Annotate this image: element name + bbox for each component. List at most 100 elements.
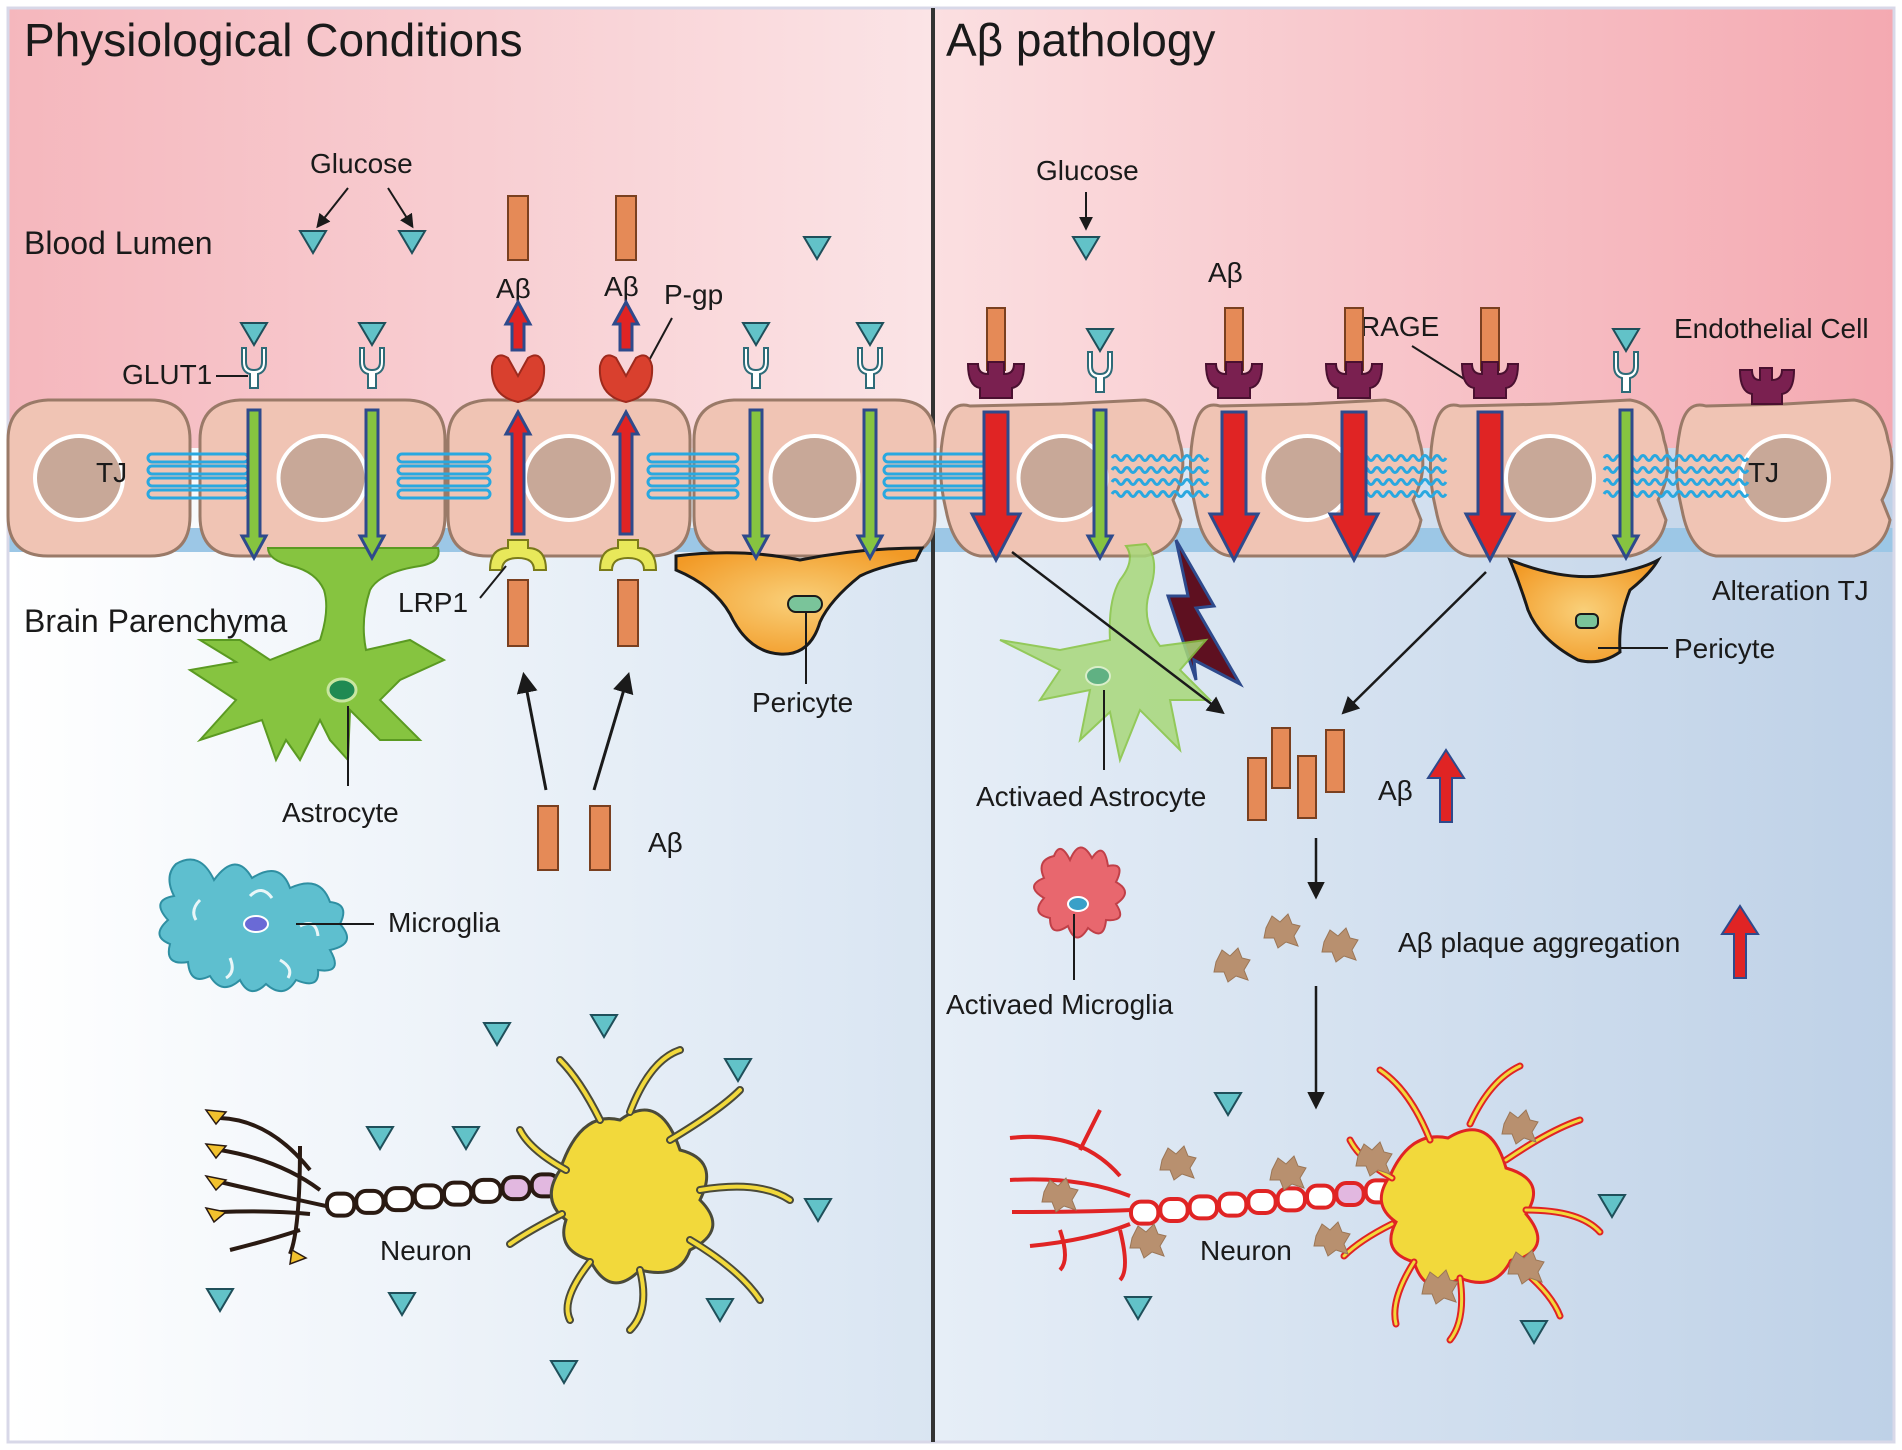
tight-junction (1360, 466, 1448, 474)
neuron-label-right: Neuron (1200, 1235, 1292, 1266)
tight-junction (1110, 466, 1210, 474)
brain-parenchyma-label: Brain Parenchyma (24, 603, 287, 639)
cell-nucleus (768, 434, 861, 522)
plaque-aggregation-label: Aβ plaque aggregation (1398, 927, 1680, 958)
endothelial-cell-label: Endothelial Cell (1674, 313, 1869, 344)
abeta-peptide (986, 307, 1006, 371)
myelin-segment (1246, 1189, 1278, 1215)
tight-junction (1110, 478, 1210, 486)
cell-nucleus (1504, 434, 1596, 522)
tight-junction (646, 488, 740, 500)
pericyte-nucleus (787, 595, 823, 613)
abeta-label-left-2: Aβ (604, 271, 639, 302)
abeta-peptide (1247, 757, 1267, 821)
flux-arrow (611, 408, 641, 536)
flux-arrow (503, 298, 533, 352)
glut1-transporter (857, 347, 883, 389)
flux-arrow (1611, 408, 1641, 562)
abeta-peptide (507, 579, 529, 647)
influx-to-parenchyma-arrow (1011, 551, 1225, 715)
pgp-transporter (490, 354, 546, 404)
myelin-segment (500, 1175, 532, 1202)
myelin-segment (354, 1188, 386, 1215)
right-panel-title: Aβ pathology (946, 14, 1215, 66)
abeta-peptide (537, 805, 559, 871)
glucose-triangle (239, 322, 269, 347)
abeta-label-left-1: Aβ (496, 273, 531, 304)
flux-arrow (239, 408, 269, 562)
tight-junction (1360, 478, 1448, 486)
abeta-peptide (1325, 729, 1345, 793)
increase-arrow (1720, 904, 1760, 979)
outer-frame (6, 6, 1896, 1444)
myelin-segment (325, 1191, 357, 1218)
glucose-pointer-a (316, 187, 349, 229)
tight-junction (1110, 490, 1210, 498)
flux-arrow (969, 410, 1023, 564)
flux-arrow (1207, 410, 1261, 564)
flux-arrow (503, 408, 533, 536)
abeta-parenchyma-label: Aβ (648, 827, 683, 858)
abeta-peptide (1224, 307, 1244, 371)
pericyte-nucleus (1575, 613, 1599, 629)
flux-arrow (1085, 408, 1115, 562)
tj-label-right: TJ (1748, 457, 1779, 488)
alteration-tj-label: Alteration TJ (1712, 575, 1869, 606)
abeta-peptide (617, 579, 639, 647)
tight-junction (396, 488, 492, 500)
pgp-label: P-gp (664, 279, 723, 310)
glut1-transporter (241, 347, 267, 389)
myelin-segment (1158, 1197, 1190, 1223)
lrp1-receptor (598, 539, 658, 571)
glucose-pointer-b (387, 187, 414, 229)
abeta-increase-label: Aβ (1378, 775, 1413, 806)
left-lumen-bg (8, 8, 935, 448)
pericyte-cell-damaged (1507, 556, 1662, 664)
glucose-label-left: Glucose (310, 148, 413, 179)
tight-junction (1360, 490, 1448, 498)
glucose-triangle (1085, 328, 1115, 353)
rage-label: RAGE (1360, 311, 1439, 342)
activated-microglia-cell (1033, 846, 1126, 939)
rage-receptor (966, 361, 1026, 399)
flux-arrow (741, 408, 771, 562)
glut1-transporter (359, 347, 385, 389)
clearance-arrow (592, 671, 634, 791)
glut1-transporter (1613, 351, 1639, 393)
neuron-healthy (204, 1046, 794, 1334)
flux-arrow (357, 408, 387, 562)
rage-receptor (1204, 361, 1264, 399)
astrocyte-nucleus (326, 677, 358, 703)
cell-nucleus (276, 434, 369, 522)
tight-junctions (146, 452, 1750, 500)
myelin-segment (1334, 1181, 1366, 1207)
abeta-label-right: Aβ (1208, 257, 1243, 288)
myelin-segment (1275, 1186, 1307, 1213)
glut1-transporter (743, 347, 769, 389)
blood-lumen-label: Blood Lumen (24, 225, 213, 261)
microglia-label: Microglia (388, 907, 500, 938)
pericyte-label-left: Pericyte (752, 687, 853, 718)
myelin-segment (383, 1186, 415, 1213)
myelin-segment (471, 1177, 503, 1204)
flux-arrow (611, 298, 641, 352)
glut1-label: GLUT1 (122, 359, 212, 390)
myelin-segment (1305, 1183, 1337, 1210)
astrocyte-cell (187, 547, 447, 763)
lrp1-pointer (479, 565, 507, 599)
rage-receptor (1460, 361, 1520, 399)
tight-junction (1110, 454, 1210, 462)
flux-arrow (1463, 410, 1517, 564)
pgp-pointer (645, 317, 673, 367)
myelin-segment (412, 1183, 444, 1210)
tight-junction (396, 452, 492, 464)
rage-receptor (1324, 361, 1384, 399)
abeta-peptide (1271, 727, 1291, 789)
pericyte-label-right: Pericyte (1674, 633, 1775, 664)
activated-microglia-label: Activaed Microglia (946, 989, 1174, 1020)
myelin-segment (1187, 1194, 1219, 1221)
glucose-triangle (855, 322, 885, 347)
tight-junction (1360, 454, 1448, 462)
